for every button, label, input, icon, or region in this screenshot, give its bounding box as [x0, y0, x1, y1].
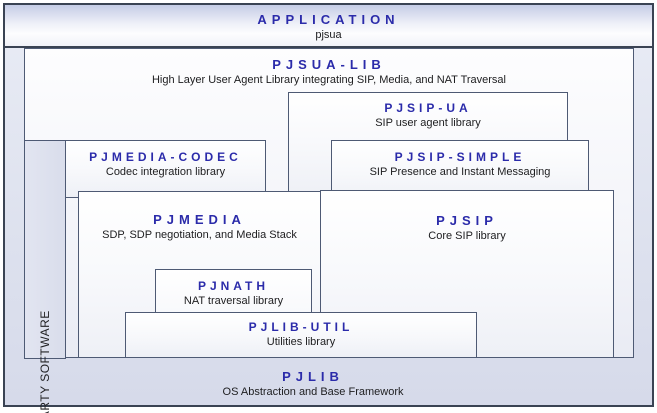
pjnath-subtitle: NAT traversal library	[183, 295, 284, 307]
pjsip-simple-title: PJSIP-SIMPLE	[394, 150, 526, 164]
third-party-software-strip: THIRD PARTY SOFTWARE	[24, 140, 66, 413]
pjsip-subtitle: Core SIP library	[428, 230, 506, 242]
pjsip-ua-title: PJSIP-UA	[384, 101, 472, 115]
pjlib-subtitle: OS Abstraction and Base Framework	[222, 386, 404, 398]
application-title: APPLICATION	[257, 12, 400, 27]
pjlib-label: PJLIB OS Abstraction and Base Framework	[133, 369, 493, 403]
pjnath-title: PJNATH	[197, 279, 270, 293]
pjmedia-codec-subtitle: Codec integration library	[105, 166, 226, 178]
application-subtitle: pjsua	[315, 29, 342, 41]
pjsip-simple-subtitle: SIP Presence and Instant Messaging	[369, 166, 551, 178]
pjsua-lib-subtitle: High Layer User Agent Library integratin…	[151, 74, 506, 86]
pjlib-util-box: PJLIB-UTIL Utilities library	[125, 312, 477, 358]
pjlib-util-subtitle: Utilities library	[266, 336, 336, 348]
pjlib-title: PJLIB	[282, 369, 344, 384]
pjsip-title: PJSIP	[436, 213, 498, 228]
third-party-software-label: THIRD PARTY SOFTWARE	[38, 310, 52, 413]
pjlib-util-title: PJLIB-UTIL	[248, 320, 354, 334]
pjmedia-codec-title: PJMEDIA-CODEC	[89, 150, 242, 164]
application-box: APPLICATION pjsua	[3, 3, 654, 48]
pjmedia-subtitle: SDP, SDP negotiation, and Media Stack	[102, 229, 297, 241]
pjsua-lib-title: PJSUA-LIB	[272, 57, 386, 72]
pjmedia-title: PJMEDIA	[153, 212, 246, 227]
pjsip-ua-subtitle: SIP user agent library	[375, 117, 481, 129]
pjmedia-codec-box: PJMEDIA-CODEC Codec integration library	[65, 140, 266, 198]
